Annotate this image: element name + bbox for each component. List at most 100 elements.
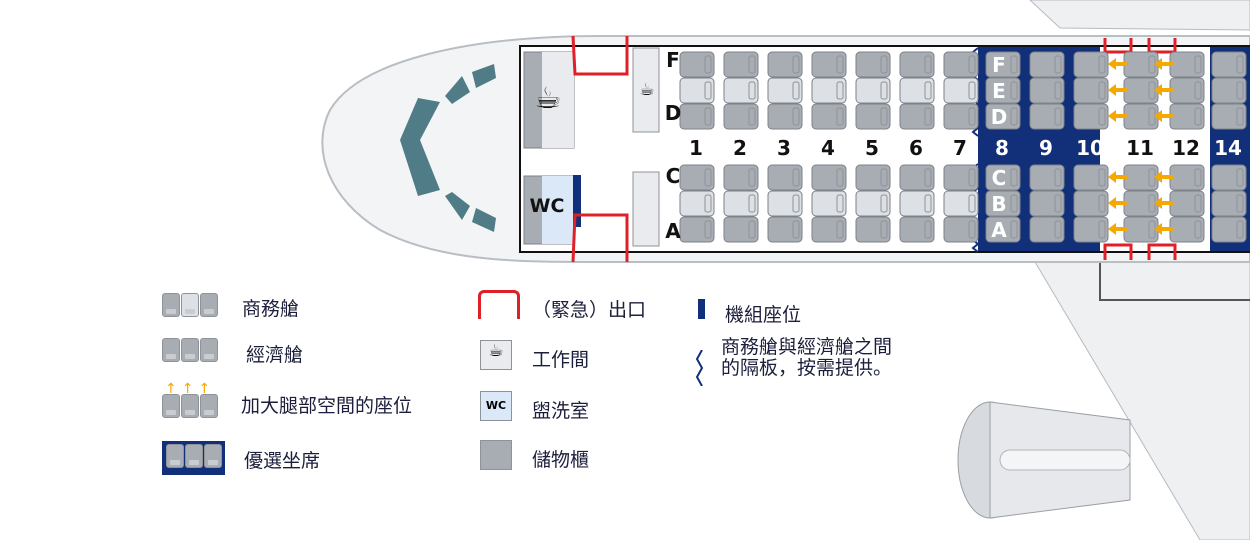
legroom-arrow-icon	[1154, 58, 1174, 70]
legroom-arrow-icon	[1154, 110, 1174, 122]
seat-letter-D: D	[665, 101, 682, 125]
legroom-arrow-icon	[1108, 58, 1128, 70]
seat-backrest	[880, 168, 888, 187]
legroom-arrow-icon	[1154, 223, 1174, 235]
seat-backrest	[968, 194, 976, 213]
seat-backrest	[1236, 55, 1244, 74]
seat-backrest	[792, 168, 800, 187]
seat-backrest	[1098, 168, 1106, 187]
seat-backrest	[792, 220, 800, 239]
seat-letter-C: C	[666, 164, 681, 188]
galley-mid	[632, 47, 660, 133]
legroom-arrow-icon	[1108, 197, 1128, 209]
seat-backrest	[880, 194, 888, 213]
seat-backrest	[704, 107, 712, 126]
seat-backrest	[1194, 55, 1202, 74]
seat-backrest	[1236, 81, 1244, 100]
seat-backrest	[968, 81, 976, 100]
seat-backrest	[880, 220, 888, 239]
crew-seat	[573, 175, 581, 227]
exit-door	[571, 213, 629, 263]
row-number-4: 4	[821, 136, 835, 160]
seat-backrest	[748, 168, 756, 187]
overwing-exits	[1103, 38, 1177, 260]
seat-backrest	[792, 194, 800, 213]
seat-backrest	[836, 81, 844, 100]
seat-backrest	[704, 55, 712, 74]
row-number-7: 7	[953, 136, 967, 160]
lavatory-panel	[542, 176, 574, 244]
seat-backrest	[704, 194, 712, 213]
seat-backrest	[968, 107, 976, 126]
seat-backrest	[1010, 55, 1018, 74]
seat-backrest	[924, 220, 932, 239]
seat-backrest	[792, 55, 800, 74]
preferred-seat-icon	[162, 441, 225, 475]
seat-backrest	[704, 168, 712, 187]
galley-icon: ☕	[480, 340, 512, 370]
seat-backrest	[1236, 194, 1244, 213]
seat-backrest	[1010, 168, 1018, 187]
seat-backrest	[748, 55, 756, 74]
seat-backrest	[880, 107, 888, 126]
legroom-arrow-icon	[1108, 110, 1128, 122]
seat-backrest	[968, 168, 976, 187]
seat-backrest	[924, 168, 932, 187]
seat-backrest	[748, 194, 756, 213]
economy-seat-icon	[162, 338, 219, 366]
seat-backrest	[1010, 194, 1018, 213]
seat-backrest	[1054, 107, 1062, 126]
seat-backrest	[748, 107, 756, 126]
seat-backrest	[924, 55, 932, 74]
seat-backrest	[748, 81, 756, 100]
wc-label: WC	[530, 195, 565, 217]
legend-storage: 儲物櫃	[532, 449, 590, 471]
seat-backrest	[1098, 81, 1106, 100]
legend-divider: 商務艙與經濟艙之間 的隔板，按需提供。	[721, 337, 892, 379]
seat-backrest	[1054, 220, 1062, 239]
exit-door	[571, 35, 629, 76]
seat-backrest	[1194, 194, 1202, 213]
row8-letter-B: B	[991, 192, 1006, 216]
row-number-1: 1	[689, 136, 703, 160]
legroom-arrow-icon	[1154, 84, 1174, 96]
seat-backrest	[1194, 168, 1202, 187]
seat-backrest	[1010, 220, 1018, 239]
row-number-11: 11	[1126, 136, 1154, 160]
seat-backrest	[1236, 107, 1244, 126]
seat-backrest	[1054, 194, 1062, 213]
seat-backrest	[924, 81, 932, 100]
row-number-8: 8	[995, 136, 1009, 160]
seat-backrest	[924, 194, 932, 213]
legend-divider-line1: 商務艙與經濟艙之間	[721, 336, 893, 358]
row-number-5: 5	[865, 136, 879, 160]
seat-backrest	[704, 81, 712, 100]
seat-backrest	[1098, 55, 1106, 74]
seat-backrest	[836, 55, 844, 74]
seat-backrest	[1010, 81, 1018, 100]
legend-legroom: 加大腿部空間的座位	[241, 395, 413, 417]
coffee-cup-icon: ☕	[535, 81, 562, 116]
legend-economy: 經濟艙	[246, 344, 304, 366]
row8-letter-D: D	[991, 105, 1008, 129]
legend-exit: （緊急）出口	[532, 299, 647, 321]
wing-flap-line	[1099, 262, 1250, 301]
seat-backrest	[1054, 168, 1062, 187]
engine	[957, 401, 1131, 519]
seat-letter-F: F	[666, 48, 680, 72]
seat-backrest	[880, 81, 888, 100]
seat-backrest	[1010, 107, 1018, 126]
legroom-seat-icon: ↑↑↑	[162, 382, 219, 422]
row-number-9: 9	[1039, 136, 1053, 160]
seat-backrest	[924, 107, 932, 126]
seat-letter-A: A	[665, 219, 681, 243]
coffee-cup-icon: ☕	[639, 80, 654, 100]
cockpit-windows	[400, 64, 496, 232]
row8-letter-F: F	[992, 53, 1006, 77]
seat-backrest	[880, 55, 888, 74]
legend-wc: 盥洗室	[532, 400, 590, 422]
wc-icon: WC	[480, 391, 512, 421]
seat-backrest	[968, 220, 976, 239]
seat-backrest	[1054, 55, 1062, 74]
